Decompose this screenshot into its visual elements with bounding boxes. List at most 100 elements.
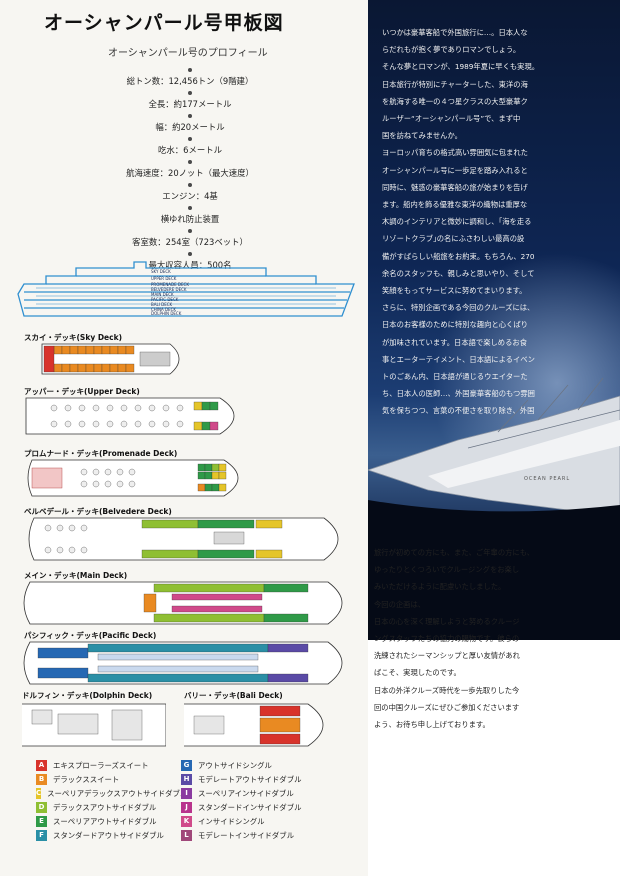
intro-line: 同時に、魅惑の豪華客船の旅が始まりを告げ [382,182,528,192]
deck-plan-dolphin [22,703,166,747]
intro-text: いつかは豪華客船で外国旅行に…。日本人な らだれもが抱く夢でありロマンでしょう。… [382,24,539,420]
legend-label-c: スーペリアデラックスアウトサイドダブル [47,788,188,798]
ship-deck-label: DOLPHIN DECK [151,311,182,316]
legend-label-g: アウトサイドシングル [198,760,272,770]
deck-plan-pacific [23,641,343,685]
closing-line: 今回の企画は、 [374,599,426,609]
legend-swatch-k: K [181,815,192,827]
closing-line: 日本の心を深く理解しようと努めるクルージ [374,616,520,626]
intro-line: 余名のスタッフも、親しみと思いやり、そして [382,268,535,278]
deck-plan-promenade [27,459,239,497]
intro-line: 気を保ちつつ、言葉の不便さを取り除き、外国 [382,406,535,416]
ship-profile-diagram: SKY DECK UPPER DECK PROMENADE DECK BELVE… [17,261,355,317]
deck-label-pacific: パシフィック・デッキ(Pacific Deck) [24,631,157,640]
ship-specs: 総トン数：12,456トン（9階建） 全長：約177メートル 幅：約20メートル… [80,64,300,271]
deck-label-main: メイン・デッキ(Main Deck) [24,571,128,580]
spec-speed: 航海速度：20ノット（最大速度） [126,168,254,178]
spec-bullet-icon [80,202,300,214]
deck-label-sky: スカイ・デッキ(Sky Deck) [24,333,122,342]
ship-deck-label: BELVEDERE DECK [151,287,187,292]
legend-swatch-l: L [181,829,192,841]
ship-deck-label: SKY DECK [151,269,171,274]
deck-plan-upper [25,397,235,435]
intro-line: さらに、特別企画である今回のクルーズには、 [382,303,535,313]
intro-line: そんな夢とロマンが、1989年夏に早くも実現。 [382,62,540,72]
intro-line: ます。船内を飾る優雅な東洋の織物は重厚な [382,200,528,210]
spec-bullet-icon [80,64,300,76]
legend-swatch-a: A [36,759,47,771]
ship-hull-name: OCEAN PEARL [524,476,571,482]
legend-label-i: スーペリアインサイドダブル [198,788,294,798]
spec-width: 幅：約20メートル [155,122,225,132]
spec-bullet-icon [80,156,300,168]
deck-plan-main [23,581,343,625]
ship-deck-label: BALI DECK [151,302,173,307]
legend-label-k: インサイドシングル [198,816,265,826]
deck-label-promenade: プロムナード・デッキ(Promenade Deck) [24,449,178,458]
photo-panel: OCEAN PEARL いつかは豪華客船で外国旅行に…。日本人な らだれもが抱く… [368,0,620,876]
page-title: オーシャンパール号甲板図 [44,12,284,34]
intro-line: を航海する唯一の４つ星クラスの大型豪華ク [382,96,528,106]
spec-draft: 吃水：6メートル [158,145,222,155]
intro-line: らだれもが抱く夢でありロマンでしょう。 [382,45,521,55]
ship-deck-label: UPPER DECK [151,276,177,281]
spec-stabilizer: 横ゆれ防止装置 [160,214,220,224]
spec-bullet-icon [80,248,300,260]
legend-label-l: モデレートインサイドダブル [198,830,295,840]
spec-gross-tonnage: 総トン数：12,456トン（9階建） [126,76,254,86]
legend-swatch-j: J [181,801,192,813]
intro-line: 笑顔をもってサービスに努めてまいります。 [382,286,527,296]
deck-label-bali: バリー・デッキ(Bali Deck) [184,691,283,700]
spec-cabins: 客室数：254室（723ベット） [132,237,248,247]
ship-deck-label: PACIFIC DECK [151,297,179,302]
legend-swatch-i: I [181,787,192,799]
intro-line: が加味されています。日本語で楽しめるお食 [382,337,527,347]
intro-line: 日本旅行が特別にチャーターした、東洋の海 [382,79,528,89]
intro-line: オーシャンパール号に一歩足を踏み入れると [382,165,528,175]
closing-line: よう、お待ち申し上げております。 [374,720,490,730]
legend-swatch-e: E [36,815,47,827]
intro-line: ヨーロッパ育ちの格式高い雰囲気に包まれた [382,148,528,158]
spec-capacity: 最大収容人員：500名 [148,260,232,270]
ship-deck-label: PROMENADE DECK [151,282,189,287]
deck-plan-sky [41,343,180,375]
intro-line: ち、日本人の医師…、外国豪華客船のもつ雰囲 [382,389,535,399]
closing-line: みいただけるように配慮いたしました。 [374,582,506,592]
intro-line: いつかは豪華客船で外国旅行に…。日本人な [382,28,528,37]
closing-line: 洗練されたシーマンシップと厚い友情があれ [374,651,520,661]
legend-label-h: モデレートアウトサイドダブル [198,774,302,784]
closing-text: 旅行が初めての方にも、また、ご年輩の方にも、 ゆったりとくつろいでクルージングを… [374,544,534,733]
legend-swatch-c: C [36,787,42,799]
intro-line: 国を訪ねてみませんか。 [382,131,462,141]
spec-bullet-icon [80,87,300,99]
closing-line: 日本の外洋クルーズ時代を一歩先取りした今 [374,685,520,695]
ship-deck-label: CHINA DECK [151,307,176,312]
ship-deck-label: MAIN DECK [151,292,174,297]
deck-plan-panel: オーシャンパール号甲板図 オーシャンパール号のプロフィール 総トン数：12,45… [17,12,355,842]
deck-label-dolphin: ドルフィン・デッキ(Dolphin Deck) [22,691,153,700]
intro-line: リゾートクラブ｣の名にふさわしい最高の設 [382,234,525,244]
intro-line: 備がすばらしい船旅をお約束。もちろん、270 [382,251,535,261]
spec-engines: エンジン：4基 [162,191,218,201]
ocean-photo [368,240,620,640]
deck-plan-bali [184,703,324,747]
closing-line: ゆったりとくつろいでクルージングをお楽し [374,565,520,575]
closing-line: ばこそ、実現したのです。 [374,668,461,678]
intro-line: 木調のインテリアと微妙に調和し、｢海を走る [382,217,532,227]
closing-line: ングスタッフたちの協力の賜物です。彼らの [374,634,520,644]
spec-length: 全長：約177メートル [148,99,232,109]
closing-line: 旅行が初めての方にも、また、ご年輩の方にも、 [374,548,535,557]
legend-swatch-f: F [36,829,47,841]
legend-swatch-b: B [36,773,47,785]
deck-label-upper: アッパー・デッキ(Upper Deck) [24,387,140,396]
legend-swatch-d: D [36,801,47,813]
closing-line: 回の中国クルーズにぜひご参加くださいます [374,702,520,712]
spec-bullet-icon [80,133,300,145]
legend-swatch-h: H [181,773,192,785]
intro-line: トのごあん内、日本語が通じるウエイターた [382,372,528,382]
profile-subtitle: オーシャンパール号のプロフィール [108,48,268,59]
intro-line: 事とエーターテイメント、日本語によるイベン [382,354,535,364]
legend-label-a: エキスプローラーズスイート [53,760,149,770]
legend-label-j: スタンダードインサイドダブル [198,802,302,812]
